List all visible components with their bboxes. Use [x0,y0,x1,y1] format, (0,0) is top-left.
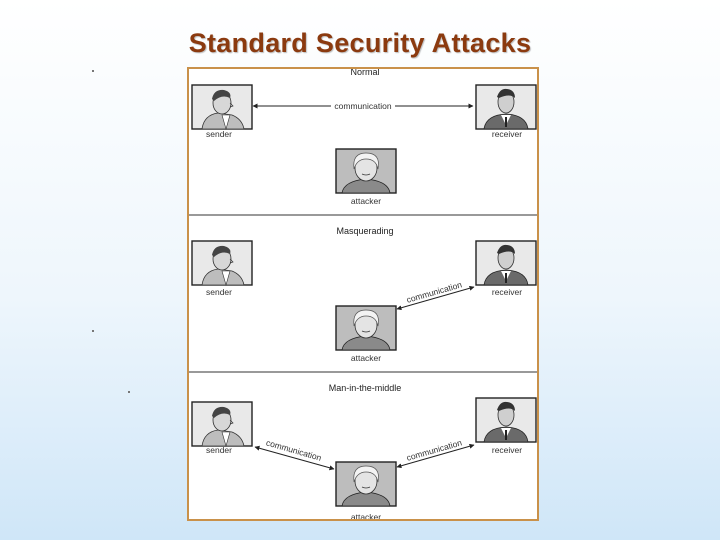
receiver-portrait [475,84,537,130]
receiver-portrait [475,240,537,286]
attacker-label: attacker [351,353,381,363]
receiver-label: receiver [492,445,522,455]
section-title: Masquerading [336,226,393,236]
attacker-label: attacker [351,512,381,521]
section-masquerading: Masquerading sender receiver communicati… [191,226,537,363]
sender-label: sender [206,129,232,139]
decorative-dot [92,70,94,72]
communication-arrow [396,285,475,311]
sender-portrait [191,401,253,447]
receiver-label: receiver [492,287,522,297]
attacker-portrait [335,461,397,507]
decorative-dot [128,391,130,393]
decorative-dot [92,330,94,332]
section-man-in-the-middle: Man-in-the-middle sender receiver commun… [191,383,537,521]
attacker-label: attacker [351,196,381,206]
communication-label: communication [334,101,391,111]
communication-arrow [254,445,335,471]
attacker-portrait [335,305,397,351]
sender-label: sender [206,287,232,297]
slide-title: Standard Security Attacks [188,28,532,58]
section-title: Man-in-the-middle [329,383,402,393]
section-title: Normal [350,69,379,77]
communication-arrow [396,443,475,469]
communication-label: communication [265,437,323,462]
section-normal: Normal communication sender receiver att… [191,69,537,206]
attack-diagram-figure: Normal communication sender receiver att… [187,67,539,521]
sender-label: sender [206,445,232,455]
sender-portrait [191,240,253,286]
sender-portrait [191,84,253,130]
receiver-label: receiver [492,129,522,139]
attacker-portrait [335,148,397,194]
receiver-portrait [475,397,537,443]
